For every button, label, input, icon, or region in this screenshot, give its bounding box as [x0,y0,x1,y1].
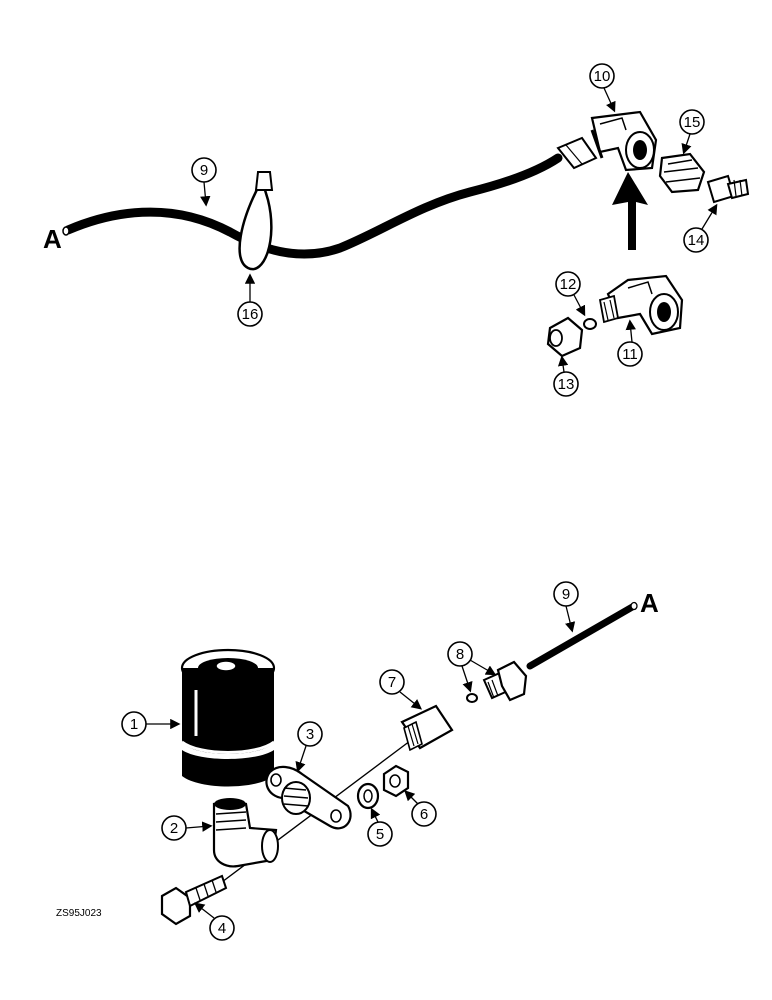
svg-text:6: 6 [420,806,428,823]
tube-9-top [63,153,563,259]
svg-text:8: 8 [456,646,464,663]
callout-3: 3 [295,721,323,773]
fitting-8 [482,660,528,702]
fitting-14 [706,174,750,204]
elbow-2 [212,798,279,868]
drawing-code: ZS95J023 [56,908,102,919]
callout-8: 8 [447,641,497,693]
callout-9-bottom: 9 [553,581,579,633]
svg-text:11: 11 [622,346,638,363]
callout-9-top: 9 [191,157,217,207]
callout-6: 6 [404,790,437,827]
svg-text:12: 12 [560,276,577,293]
svg-text:4: 4 [218,920,226,937]
callout-15: 15 [679,109,705,155]
canister-1 [180,648,276,787]
svg-text:9: 9 [562,586,570,603]
direction-arrow [612,172,648,250]
assembly-centerline [189,725,431,907]
connector-letter-a-bottom: A [640,588,659,618]
svg-text:14: 14 [688,232,705,249]
nut-13 [546,316,584,358]
tube-9-bottom [526,602,638,670]
tube-end-top [62,226,70,236]
sleeve-12 [583,318,597,330]
svg-text:2: 2 [170,820,178,837]
sleeve-8 [466,693,478,703]
bolt-4 [160,874,228,926]
callout-4: 4 [193,902,235,941]
elbow-10 [590,110,658,172]
nut-6 [382,764,410,798]
svg-text:9: 9 [200,162,208,179]
svg-text:16: 16 [242,306,259,323]
svg-text:7: 7 [388,674,396,691]
callout-7: 7 [379,669,423,710]
callout-5: 5 [367,807,393,847]
clamp-16 [238,171,274,271]
svg-text:15: 15 [684,114,701,131]
callout-1: 1 [121,711,181,737]
callout-14: 14 [683,203,718,253]
tube-nut-top [556,136,598,170]
union-7 [400,704,454,752]
elbow-11 [598,274,684,336]
connector-letter-a-top: A [43,224,62,254]
svg-text:3: 3 [306,726,314,743]
svg-text:1: 1 [130,716,138,733]
adapter-15 [658,152,706,194]
callout-11: 11 [617,319,643,367]
callout-10: 10 [589,63,616,113]
svg-text:5: 5 [376,826,384,843]
washer-5 [356,782,380,810]
flange-3 [265,765,352,830]
callout-13: 13 [553,355,579,397]
callout-12: 12 [555,271,586,317]
callout-2: 2 [161,815,213,841]
svg-text:13: 13 [558,376,575,393]
svg-text:10: 10 [594,68,611,85]
callout-16: 16 [237,273,263,327]
